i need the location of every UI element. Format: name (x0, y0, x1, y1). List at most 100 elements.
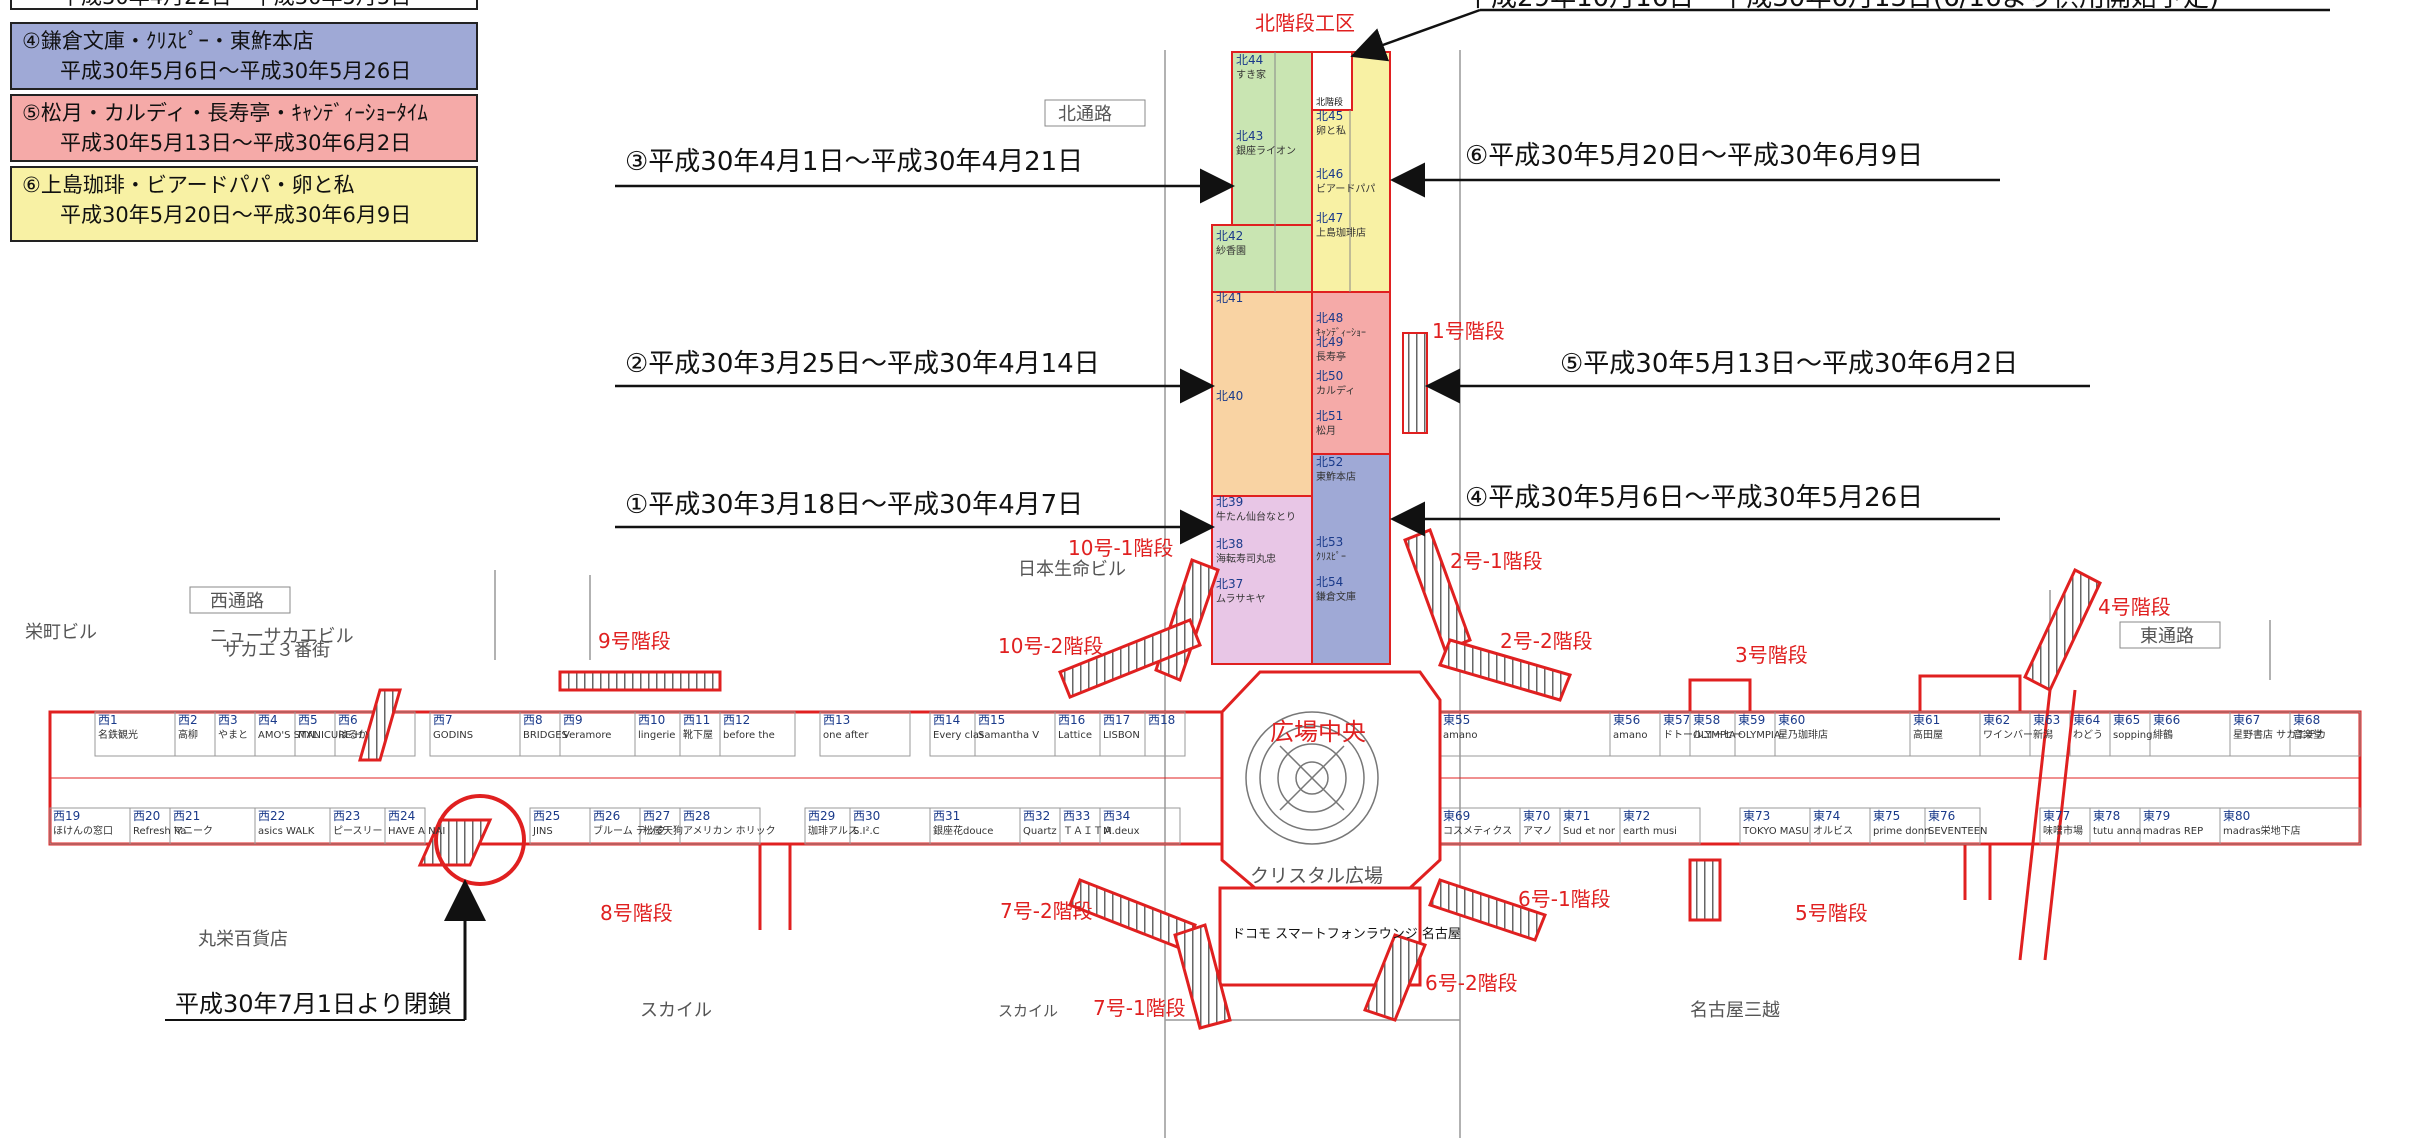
shop-name: 海転寿司丸忠 (1216, 552, 1276, 565)
shop-name: 上島珈琲店 (1316, 226, 1366, 239)
shop-name: sopping (2113, 730, 2153, 741)
lower-plaza (1218, 886, 1422, 987)
place-new-sakae: ニューサカエビル (210, 626, 354, 647)
shop-name: madras REP (2143, 826, 2203, 837)
place-crystal: クリスタル広場 (1250, 865, 1383, 887)
shop-number: 西25 (533, 809, 560, 823)
place-skyle-2: スカイル (998, 1002, 1058, 1020)
shop-name: one after (823, 730, 869, 741)
shop-name: 音楽堂 (2293, 728, 2323, 741)
shop-number: 西21 (173, 809, 200, 823)
legend-dates: 平成30年4月22日～平成30年5月5日 (22, 0, 466, 12)
shop-number: 東80 (2223, 809, 2250, 823)
stair-1 (1402, 332, 1428, 434)
shop-number: 西26 (593, 809, 620, 823)
shop-name: amano (1443, 730, 1477, 741)
shop-name: M.deux (1103, 826, 1140, 837)
shop-number: 東77 (2043, 809, 2070, 823)
shop-number: 西12 (723, 713, 750, 727)
shop-number: 東75 (1873, 809, 1900, 823)
stair-10-1-label: 10号-1階段 (1068, 536, 1173, 560)
stair-3-label: 3号階段 (1735, 643, 1808, 667)
place-mitsukoshi: 名古屋三越 (1690, 1000, 1780, 1021)
shop-name: 鎌倉文庫 (1316, 590, 1356, 603)
shop-name: アマノ (1523, 826, 1553, 837)
east-shop-row-bottom (1439, 807, 2361, 845)
east-road-label: 東通路 (2140, 626, 2194, 647)
shop-name: わどう (2073, 729, 2103, 741)
east-road-box (2119, 621, 2221, 649)
shop-number: 東67 (2233, 713, 2260, 727)
place-nissei: 日本生命ビル (1018, 559, 1126, 580)
place-marue: 丸栄百貨店 (198, 929, 288, 950)
shop-number: 北46 (1316, 167, 1343, 181)
west-road-box (189, 586, 291, 614)
shop-name: 東鮓本店 (1316, 470, 1356, 483)
shop-name: S.I².C (853, 826, 880, 837)
shop-name: Sud et nor (1563, 826, 1616, 837)
shop-number: 西24 (388, 809, 415, 823)
shop-name: ほけんの窓口 (53, 824, 113, 837)
stair-2-2 (1437, 638, 1573, 702)
north-work-label: 北階段工区 (1255, 11, 1355, 35)
phase-1-label: ①平成30年3月18日～平成30年4月7日 (625, 490, 1083, 520)
shop-number: 東57 (1663, 713, 1690, 727)
north-stair-box (1311, 51, 1353, 111)
shop-name: やまと (218, 729, 248, 741)
shop-name: LISBON (1103, 730, 1140, 741)
shop-number: 西18 (1148, 713, 1175, 727)
shop-number: 西28 (683, 809, 710, 823)
shop-number: 北41 (1216, 291, 1243, 305)
shop-name: 新潟 (2033, 728, 2053, 741)
shop-number: 西33 (1063, 809, 1090, 823)
phase-5-label: ⑤平成30年5月13日～平成30年6月2日 (1560, 349, 2018, 379)
stair-7-1-label: 7号-1階段 (1093, 996, 1186, 1020)
legend-shops: ⑤松月・カルディ・長寿亭・ｷｬﾝﾃﾞｨｰｼｮｰﾀｲﾑ (22, 101, 428, 125)
stair-6-2 (1363, 933, 1427, 1022)
place-sakae-bldg: 栄町ビル (25, 622, 97, 643)
shop-name: MANICURE H (298, 730, 362, 741)
stair-2-2-label: 2号-2階段 (1500, 629, 1593, 653)
stair-8-label: 8号階段 (600, 901, 673, 925)
shop-name: ビアードパパ (1316, 183, 1375, 195)
shop-name: 松月 (1316, 424, 1336, 437)
legend-item-4: ④鎌倉文庫・ｸﾘｽﾋﾟｰ・東鮓本店 平成30年5月6日～平成30年5月26日 (10, 22, 478, 90)
shop-number: 東72 (1623, 809, 1650, 823)
stair-4-label: 4号階段 (2098, 595, 2171, 619)
legend-shops: ⑥上島珈琲・ビアードパパ・卵と私 (22, 173, 355, 197)
west-shop-row-bottom (49, 807, 1181, 845)
legend-dates: 平成30年5月6日～平成30年5月26日 (60, 59, 412, 83)
shop-name: 名鉄観光 (98, 728, 138, 741)
shop-name: 高柳 (178, 728, 198, 741)
shop-name: ｸﾘｽﾋﾟｰ (1316, 551, 1346, 563)
shop-name: 長寿亭 (1316, 350, 1346, 363)
shop-number: 東55 (1443, 713, 1470, 727)
shop-name: TOKYO MASU (1742, 826, 1809, 837)
stair-w-small (358, 688, 402, 762)
shop-name: amano (1613, 730, 1647, 741)
phase-4-label: ④平成30年5月6日～平成30年5月26日 (1465, 483, 1923, 513)
east-shop-row-top (1439, 711, 2361, 757)
shop-number: 北54 (1316, 575, 1343, 589)
place-sakae3: サカエ３番街 (222, 640, 330, 661)
plaza-circles (1245, 711, 1379, 845)
docomo-label: ドコモ スマートフォンラウンジ 名古屋 (1232, 926, 1461, 942)
shop-number: 西14 (933, 713, 960, 727)
stair-5-label: 5号階段 (1795, 901, 1868, 925)
shop-name: Every clas (933, 730, 984, 741)
shop-name: SEVENTEEN (1928, 826, 1988, 837)
legend-item-5: ⑤松月・カルディ・長寿亭・ｷｬﾝﾃﾞｨｰｼｮｰﾀｲﾑ 平成30年5月13日～平成… (10, 94, 478, 162)
shop-number: 東79 (2143, 809, 2170, 823)
stair-10-2-label: 10号-2階段 (998, 634, 1103, 658)
north-road-box (1044, 99, 1146, 127)
shop-number: 西9 (563, 713, 583, 727)
stair-2-1-label: 2号-1階段 (1450, 549, 1543, 573)
legend-item-3-partial: 平成30年4月22日～平成30年5月5日 (10, 0, 478, 10)
shop-number: 東65 (2113, 713, 2140, 727)
shop-number: 西30 (853, 809, 880, 823)
shop-name: OLYMPIA (1693, 730, 1736, 741)
shop-number: 北53 (1316, 535, 1343, 549)
shop-number: 東60 (1778, 713, 1805, 727)
shop-number: 北47 (1316, 211, 1343, 225)
